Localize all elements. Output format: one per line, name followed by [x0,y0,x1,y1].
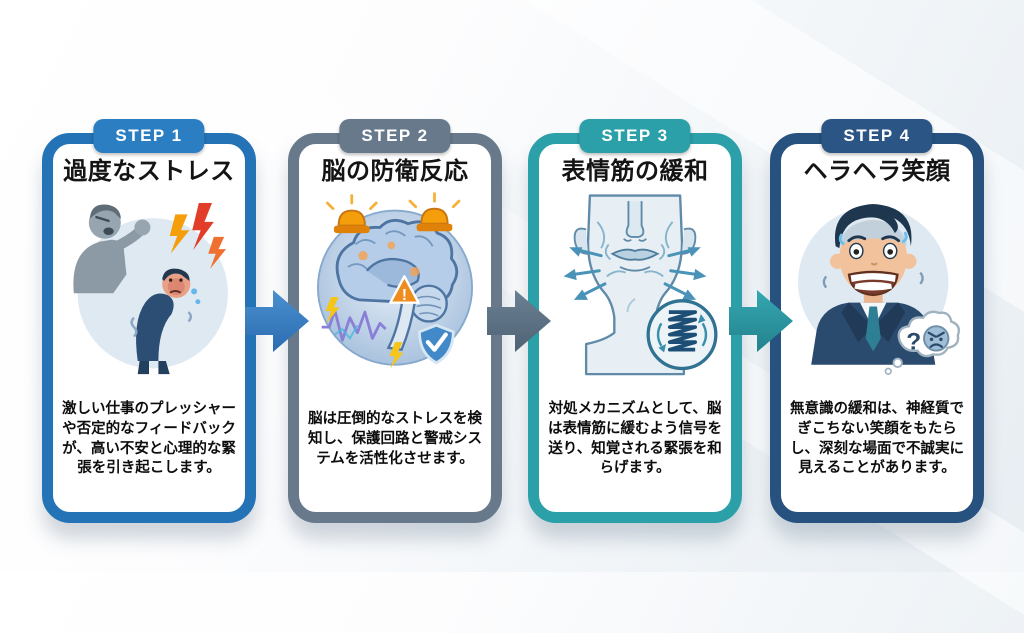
sweat-drop-icon [838,233,845,246]
lightning-bolt-icons [169,203,227,270]
sweat-drop-icon [195,299,201,305]
tremor-line [130,317,138,338]
siren-icon [325,194,378,234]
flow-arrow-icon [245,290,309,352]
illustration-angry-boss-stressed-worker [53,187,245,377]
step-description: 無意識の緩和は、神経質でぎこちない笑顔をもたらし、深刻な場面で不誠実に見えること… [790,401,964,477]
face-and-neck [573,194,697,376]
step-description: 対処メカニズムとして、脳は表情筋に緩むよう信号を送り、知覚される緊張を和らげます… [548,401,722,477]
angry-boss-figure [73,204,151,294]
sweat-drop-icon [191,288,198,295]
outward-arrows [563,247,707,301]
step-badge: STEP 1 [93,119,205,153]
tremor-line [919,272,924,286]
thought-bubble: ? [884,311,961,376]
illustration-brain-alert: ! [299,187,491,377]
tremor-line [187,311,192,323]
step-description: 激しい仕事のプレッシャーや否定的なフィードバックが、高い不安と心理的な緊張を引き… [62,401,236,477]
siren-icon [408,192,461,232]
step-card-4: STEP 4 ヘラヘラ笑顔 [770,119,984,523]
illustration-face-muscles [539,187,731,377]
sweat-drop-icon [901,232,908,244]
stressed-worker-figure [130,268,201,375]
flow-arrow-icon [487,290,551,352]
step-title: ヘラヘラ笑顔 [803,158,951,185]
waveform-icon [321,309,387,343]
warning-exclamation: ! [402,287,407,304]
lightning-bolt-icon [389,342,404,369]
step-card-2: STEP 2 脳の防衛反応 [288,119,502,523]
step-title: 表情筋の緩和 [561,158,709,185]
lightning-bolt-icon [325,297,340,324]
step-card-3: STEP 3 [528,119,742,523]
tremor-line [822,275,828,289]
flow-arrow-icon [729,290,793,352]
angry-face-icon [923,325,950,352]
shield-check-icon [418,324,455,365]
spring-relax-icon [646,299,718,371]
step-title: 過度なストレス [63,158,235,185]
step-badge: STEP 2 [339,119,451,153]
brain-icon [335,219,459,352]
step-card-1: STEP 1 過度なストレス [42,119,256,523]
step-badge: STEP 4 [821,119,933,153]
question-mark: ? [906,329,921,356]
muscle-lines [596,221,674,278]
illustration-nervous-smile: ? [781,187,973,377]
step-description: 脳は圧倒的なストレスを検知し、保護回路と警戒システムを活性化させます。 [308,411,482,467]
step-badge: STEP 3 [579,119,691,153]
warning-triangle-icon: ! [389,275,420,304]
nervous-businessman [811,204,936,366]
step-title: 脳の防衛反応 [321,158,469,185]
